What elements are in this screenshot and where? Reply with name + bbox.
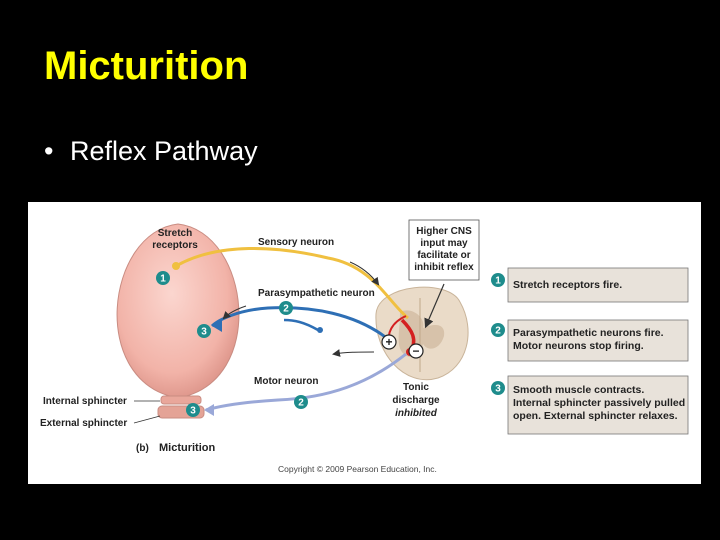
step-1-line-1: Stretch receptors fire. — [513, 279, 622, 291]
external-sphincter-label: External sphincter — [40, 418, 127, 429]
higher-cns-text: Higher CNS input may facilitate or inhib… — [414, 226, 474, 273]
minus-sign: − — [412, 344, 419, 358]
tonic-label: Tonic — [403, 382, 429, 393]
step-1-box — [507, 267, 689, 303]
step-2-number: 2 — [495, 326, 501, 337]
step-3-number: 3 — [495, 384, 501, 395]
marker-2-text: 2 — [283, 304, 289, 315]
caption-letter: (b) — [136, 443, 149, 454]
marker-3-badge — [197, 324, 211, 338]
higher-cns-line-2: input may — [420, 238, 468, 249]
parasympathetic-neuron-label: Parasympathetic neuron — [258, 288, 375, 299]
inhibition-marker — [408, 343, 424, 359]
marker-1-text: 1 — [160, 274, 166, 285]
stretch-receptor-dot — [172, 262, 180, 270]
internal-sphincter-shape — [160, 395, 202, 405]
plus-sign: + — [385, 335, 392, 349]
bladder-shape — [116, 223, 240, 399]
higher-cns-line-4: inhibit reflex — [414, 262, 474, 273]
bullet-dot: • — [44, 136, 54, 166]
marker-4-text: 2 — [298, 398, 304, 409]
reflex-figure: + − 1 2 3 2 3 Stretch receptors Sensory … — [28, 202, 701, 484]
step-2-line-2: Motor neurons stop firing. — [513, 340, 644, 352]
marker-2-badge — [279, 301, 293, 315]
copyright-text: Copyright © 2009 Pearson Education, Inc. — [278, 464, 437, 474]
discharge-label: discharge — [392, 395, 440, 406]
marker-5-badge — [186, 403, 200, 417]
step-3-line-3: open. External sphincter relaxes. — [513, 410, 678, 422]
internal-sphincter-label: Internal sphincter — [43, 396, 127, 407]
sensory-neuron-label: Sensory neuron — [258, 237, 334, 248]
step-2-badge — [491, 323, 505, 337]
step-3-line-2: Internal sphincter passively pulled — [513, 397, 685, 409]
marker-5-text: 3 — [190, 406, 196, 417]
higher-cns-line-3: facilitate or — [417, 250, 470, 261]
excitation-marker — [381, 334, 397, 350]
slide-title: Micturition — [44, 44, 249, 88]
motor-neuron-label: Motor neuron — [254, 376, 318, 387]
sensory-neuron-path — [175, 246, 409, 320]
gray-matter-shape — [398, 310, 445, 358]
marker-3-text: 3 — [201, 327, 207, 338]
caption-text: Micturition — [159, 442, 215, 454]
parasympathetic-neuron-path — [210, 306, 395, 346]
stretch-receptors-label-2: receptors — [152, 240, 198, 251]
stretch-receptors-label-1: Stretch — [158, 228, 192, 239]
step-2: 2 Parasympathetic neurons fire. Motor ne… — [491, 319, 689, 362]
step-2-box — [507, 319, 689, 362]
motor-neuron-path — [205, 352, 407, 412]
marker-4-badge — [294, 395, 308, 409]
higher-cns-arrow — [424, 283, 445, 329]
marker-1-badge — [156, 271, 170, 285]
higher-cns-line-1: Higher CNS — [416, 226, 472, 237]
step-1-number: 1 — [495, 276, 501, 287]
inhibited-label: inhibited — [395, 408, 438, 419]
step-3-badge — [491, 381, 505, 395]
bullet-text: Reflex Pathway — [70, 136, 258, 166]
step-3: 3 Smooth muscle contracts. Internal sphi… — [491, 375, 689, 435]
bullet-item: • Reflex Pathway — [44, 134, 258, 168]
step-1: 1 Stretch receptors fire. — [491, 267, 689, 303]
step-1-badge — [491, 273, 505, 287]
step-3-box — [507, 375, 689, 435]
higher-cns-box — [408, 219, 480, 281]
step-2-line-1: Parasympathetic neurons fire. — [513, 327, 664, 339]
reflex-diagram: + − 1 2 3 2 3 Stretch receptors Sensory … — [40, 219, 689, 474]
step-3-line-1: Smooth muscle contracts. — [513, 384, 644, 396]
